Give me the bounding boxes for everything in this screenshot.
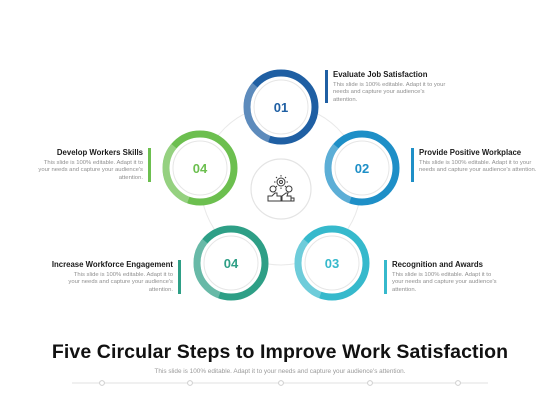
step-1-number: 01	[274, 100, 288, 115]
step-3-number: 03	[325, 256, 339, 271]
step-3-title: Recognition and Awards	[392, 260, 483, 269]
step-1-description: This slide is 100% editable. Adapt it to…	[333, 82, 446, 103]
center-hub	[250, 158, 312, 220]
step-4-title: Increase Workforce Engagement	[51, 260, 173, 269]
step-2-accent-bar	[411, 148, 414, 182]
step-4-description: This slide is 100% editable. Adapt it to…	[68, 272, 173, 293]
gear-coins-thumbs-up-icon	[267, 175, 295, 202]
slide-title: Five Circular Steps to Improve Work Sati…	[51, 341, 509, 363]
step-1-label: Evaluate Job Satisfaction This slide is …	[333, 70, 448, 104]
step-4-number: 04	[224, 256, 239, 271]
step-1-accent-bar	[325, 70, 328, 103]
step-2-ring: 02	[324, 130, 400, 206]
footer-timeline	[72, 380, 488, 386]
step-2-description: This slide is 100% editable. Adapt it to…	[419, 160, 537, 174]
step-5-accent-bar	[148, 148, 151, 182]
step-5-number: 04	[193, 161, 208, 176]
step-5-ring: 04	[162, 130, 238, 206]
step-2-label: Provide Positive Workplace This slide is…	[419, 148, 541, 175]
step-5-description: This slide is 100% editable. Adapt it to…	[38, 160, 143, 181]
step-3-description: This slide is 100% editable. Adapt it to…	[392, 272, 497, 293]
slide-subtitle: This slide is 100% editable. Adapt it to…	[154, 368, 406, 375]
step-3-label: Recognition and Awards This slide is 100…	[392, 260, 504, 294]
step-2-number: 02	[355, 161, 369, 176]
step-1-title: Evaluate Job Satisfaction	[333, 70, 428, 79]
step-5-title: Develop Workers Skills	[56, 148, 143, 157]
step-4-label: Increase Workforce Engagement This slide…	[30, 260, 173, 294]
step-5-label: Develop Workers Skills This slide is 100…	[30, 148, 143, 182]
step-4-accent-bar	[178, 260, 181, 294]
step-2-title: Provide Positive Workplace	[419, 148, 522, 157]
step-1-ring: 01	[243, 69, 319, 145]
step-3-accent-bar	[384, 260, 387, 294]
step-3-ring: 03	[294, 225, 370, 301]
step-4-ring: 04	[193, 225, 269, 301]
